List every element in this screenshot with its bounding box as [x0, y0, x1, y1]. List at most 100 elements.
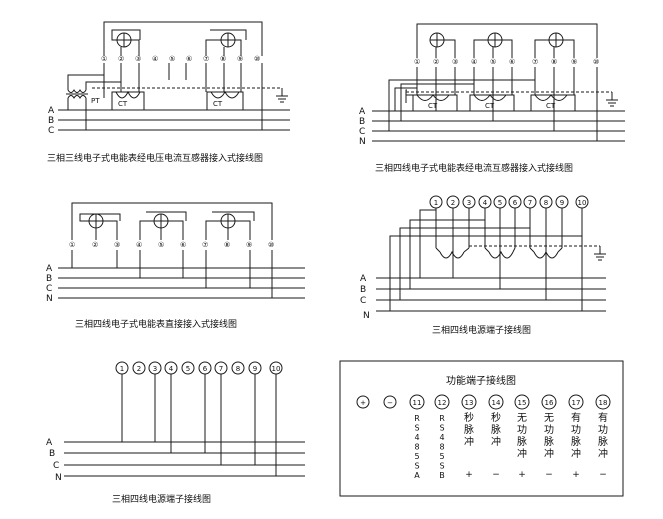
function-terminal-number-13: 13	[465, 399, 474, 407]
phase-label-n: N	[55, 473, 62, 483]
phase-label-a: A	[360, 274, 367, 284]
terminal-num-7: 7	[528, 199, 532, 207]
phase-label-c: C	[46, 284, 52, 294]
minus-terminal-label: −	[387, 399, 393, 407]
terminal-4: ④	[152, 55, 158, 63]
caption-3p3w-pt-ct: 三相三线电子式电能表经电压电流互感器接入式接线图	[47, 152, 263, 164]
pt-label: PT	[91, 97, 100, 105]
function-terminal-label-char: 秒	[464, 411, 474, 424]
function-terminal-label-char: 脉	[598, 435, 608, 448]
terminal-9: ⑨	[237, 55, 243, 63]
phase-label-c: C	[48, 126, 54, 136]
terminal-num-2: 2	[451, 199, 455, 207]
ct-a	[412, 94, 458, 112]
function-terminal-label-char: 功	[598, 424, 608, 436]
function-terminal-label-char: 8	[414, 443, 419, 452]
terminal-circle-2	[132, 361, 146, 375]
function-terminal-circle-13	[461, 394, 477, 410]
terminal-10: ⑩	[254, 55, 260, 63]
terminal-8: ⑧	[551, 58, 557, 66]
terminal-6: ⑥	[180, 241, 186, 249]
function-terminal-polarity: −	[492, 470, 500, 480]
function-terminal-label-char: S	[439, 462, 444, 471]
terminal-4: ④	[136, 241, 142, 249]
function-terminal-label-char: 有	[598, 411, 608, 424]
terminal-8: ⑧	[224, 241, 230, 249]
phase-label-b: B	[46, 274, 52, 284]
phase-label-c: C	[359, 127, 365, 137]
terminal-num-8: 8	[544, 199, 548, 207]
pt-transformer: PT	[66, 74, 121, 130]
diagram-power-terminals-direct: A B C N 1 2 3 4 5 6 7 8 9 10	[46, 361, 305, 505]
function-terminal-label-char: 脉	[491, 423, 501, 436]
function-terminal-label-char: S	[414, 424, 419, 433]
function-terminal-number-18: 18	[599, 399, 608, 407]
ct-b	[469, 94, 515, 112]
function-terminal-circle-16	[541, 394, 557, 410]
phase-label-a: A	[359, 107, 366, 117]
ct-label-c: CT	[213, 100, 223, 108]
phase-label-b: B	[49, 449, 55, 459]
panel-frame	[339, 360, 624, 497]
function-terminal-polarity: +	[572, 470, 580, 480]
function-terminal-circle-12	[434, 394, 450, 410]
ground-symbol	[594, 246, 606, 261]
terminal-5: ⑤	[490, 58, 496, 66]
function-terminal-label-char: 脉	[517, 435, 527, 448]
function-terminal-label-char: 冲	[544, 447, 554, 460]
terminal-1: ①	[69, 241, 75, 249]
function-terminal-circle-18	[595, 394, 611, 410]
terminal-num-10: 10	[578, 199, 587, 207]
terminal-num-3: 3	[153, 365, 157, 373]
function-terminal-label-char: 功	[517, 424, 527, 436]
diagram-3p4w-ct: A B C N ① ② ③ ④ ⑤ ⑥ ⑦ ⑧ ⑨ ⑩	[359, 23, 625, 174]
function-terminal-label-char: 4	[439, 433, 444, 442]
terminal-num-5: 5	[498, 199, 502, 207]
terminal-6: ⑥	[509, 58, 515, 66]
terminal-circle-8	[231, 361, 245, 375]
function-terminal-label-char: 冲	[571, 447, 581, 460]
phase-label-b: B	[359, 117, 365, 127]
caption-3p4w-direct: 三相四线电子式电能表直接接入式接线图	[75, 318, 237, 330]
ct-a	[111, 91, 145, 111]
minus-terminal-icon	[383, 395, 397, 409]
caption-power-terminals-direct: 三相四线电源端子接线图	[112, 493, 211, 505]
terminal-row: ① ② ③ ④ ⑤ ⑥ ⑦ ⑧ ⑨ ⑩	[69, 241, 274, 249]
function-terminal-label-char: B	[439, 471, 445, 480]
terminal-7: ⑦	[203, 55, 209, 63]
terminal-3: ③	[452, 58, 458, 66]
function-terminal-columns: 11RS485SA12RS485SB13秒脉冲+14秒脉冲−15无功脉冲+16无…	[409, 394, 611, 480]
ground-symbol	[276, 88, 288, 103]
ct-label-b: CT	[485, 102, 495, 110]
phase-label-c: C	[360, 296, 366, 306]
function-terminal-polarity: +	[465, 470, 473, 480]
terminal-3: ③	[114, 241, 120, 249]
caption-3p4w-ct: 三相四线电子式电能表经电流互感器接入式接线图	[375, 162, 573, 174]
terminal-4: ④	[471, 58, 477, 66]
terminal-num-6: 6	[513, 199, 518, 207]
ct-label-c: CT	[546, 102, 556, 110]
terminal-num-10: 10	[272, 365, 281, 373]
function-terminal-polarity: −	[599, 470, 607, 480]
terminal-row: ① ② ③ ④ ⑤ ⑥ ⑦ ⑧ ⑨ ⑩	[101, 55, 260, 63]
terminal-10: ⑩	[593, 58, 599, 66]
function-terminal-label-char: 冲	[598, 447, 608, 460]
terminal-8: ⑧	[220, 55, 226, 63]
terminal-num-7: 7	[219, 365, 223, 373]
terminal-num-1: 1	[120, 365, 124, 373]
terminal-2: ②	[433, 58, 439, 66]
phase-label-a: A	[48, 106, 55, 116]
plus-terminal-label: +	[360, 399, 366, 407]
terminal-7: ⑦	[202, 241, 208, 249]
phase-label-n: N	[46, 294, 53, 304]
function-terminal-label-char: 功	[544, 424, 554, 436]
function-terminal-label-char: 5	[439, 452, 444, 461]
phase-label-a: A	[46, 438, 53, 448]
phase-label-n: N	[359, 137, 366, 147]
function-terminal-label-char: 脉	[464, 423, 474, 436]
function-terminal-polarity: +	[518, 470, 526, 480]
function-terminal-number-15: 15	[518, 399, 527, 407]
function-terminal-label-char: 冲	[517, 447, 527, 460]
function-terminal-panel: 功能端子接线图 + − 11RS485SA12RS485SB13秒脉冲+14秒脉…	[339, 360, 624, 497]
function-terminal-circle-14	[488, 394, 504, 410]
